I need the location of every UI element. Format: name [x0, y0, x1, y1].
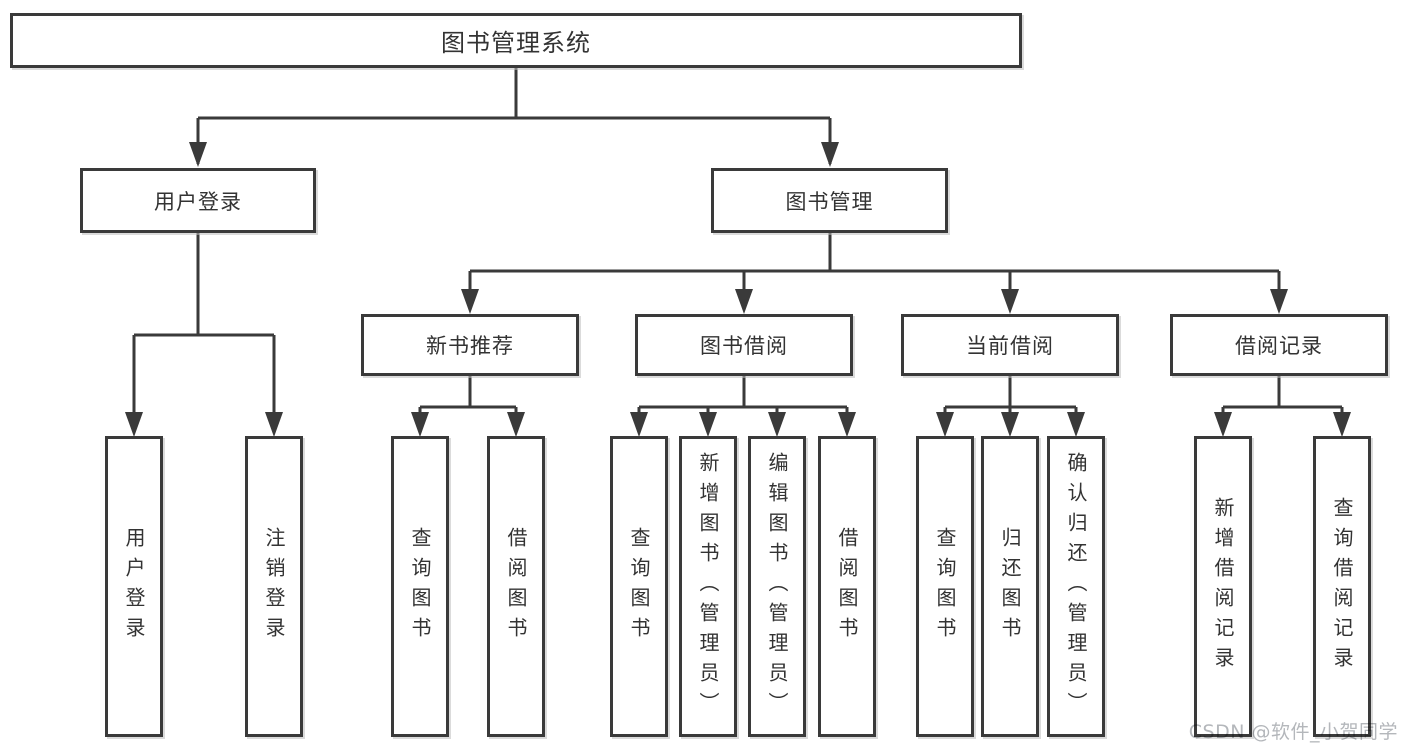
connector-root-to-level2 — [196, 68, 832, 164]
node-book-borrowing: 图书借阅 — [635, 314, 853, 376]
leaf-edit-books-admin: 编辑图书（管理员） — [748, 436, 806, 737]
leaf-user-login: 用户登录 — [105, 436, 163, 737]
leaf-label: 用户登录 — [122, 526, 146, 647]
connector-borrowing-to-leaves — [637, 376, 849, 433]
node-borrowing-records: 借阅记录 — [1170, 314, 1388, 376]
connector-user-login-to-leaves — [132, 233, 276, 433]
leaf-label: 查询借阅记录 — [1330, 496, 1354, 677]
node-current-borrowing: 当前借阅 — [901, 314, 1119, 376]
connector-new-books-to-leaves — [418, 376, 518, 433]
csdn-watermark: CSDN @软件_小贺同学 — [1188, 721, 1398, 743]
leaf-label: 查询图书 — [408, 526, 432, 647]
leaf-query-books-newbooks: 查询图书 — [391, 436, 449, 737]
connector-records-to-leaves — [1221, 376, 1344, 433]
node-new-book-recommendation: 新书推荐 — [361, 314, 579, 376]
leaf-label: 借阅图书 — [504, 526, 528, 647]
leaf-query-books-current: 查询图书 — [916, 436, 974, 737]
leaf-logout: 注销登录 — [245, 436, 303, 737]
node-user-login: 用户登录 — [80, 168, 316, 233]
leaf-confirm-return-admin: 确认归还（管理员） — [1047, 436, 1105, 737]
leaf-add-books-admin: 新增图书（管理员） — [679, 436, 737, 737]
leaf-label: 新增借阅记录 — [1211, 496, 1235, 677]
leaf-label: 查询图书 — [933, 526, 957, 647]
node-book-management: 图书管理 — [711, 168, 948, 233]
leaf-query-books-borrowing: 查询图书 — [610, 436, 668, 737]
leaf-label: 编辑图书（管理员） — [765, 451, 789, 722]
leaf-label: 新增图书（管理员） — [696, 451, 720, 722]
connector-book-mgmt-to-level3 — [468, 233, 1281, 310]
leaf-borrow-books-newbooks: 借阅图书 — [487, 436, 545, 737]
leaf-borrow-books-borrowing: 借阅图书 — [818, 436, 876, 737]
node-library-management-system: 图书管理系统 — [10, 13, 1022, 68]
leaf-return-books: 归还图书 — [981, 436, 1039, 737]
leaf-label: 查询图书 — [627, 526, 651, 647]
leaf-label: 确认归还（管理员） — [1064, 451, 1088, 722]
leaf-label: 注销登录 — [262, 526, 286, 647]
leaf-query-borrow-record: 查询借阅记录 — [1313, 436, 1371, 737]
leaf-label: 借阅图书 — [835, 526, 859, 647]
leaf-label: 归还图书 — [998, 526, 1022, 647]
leaf-add-borrow-record: 新增借阅记录 — [1194, 436, 1252, 737]
